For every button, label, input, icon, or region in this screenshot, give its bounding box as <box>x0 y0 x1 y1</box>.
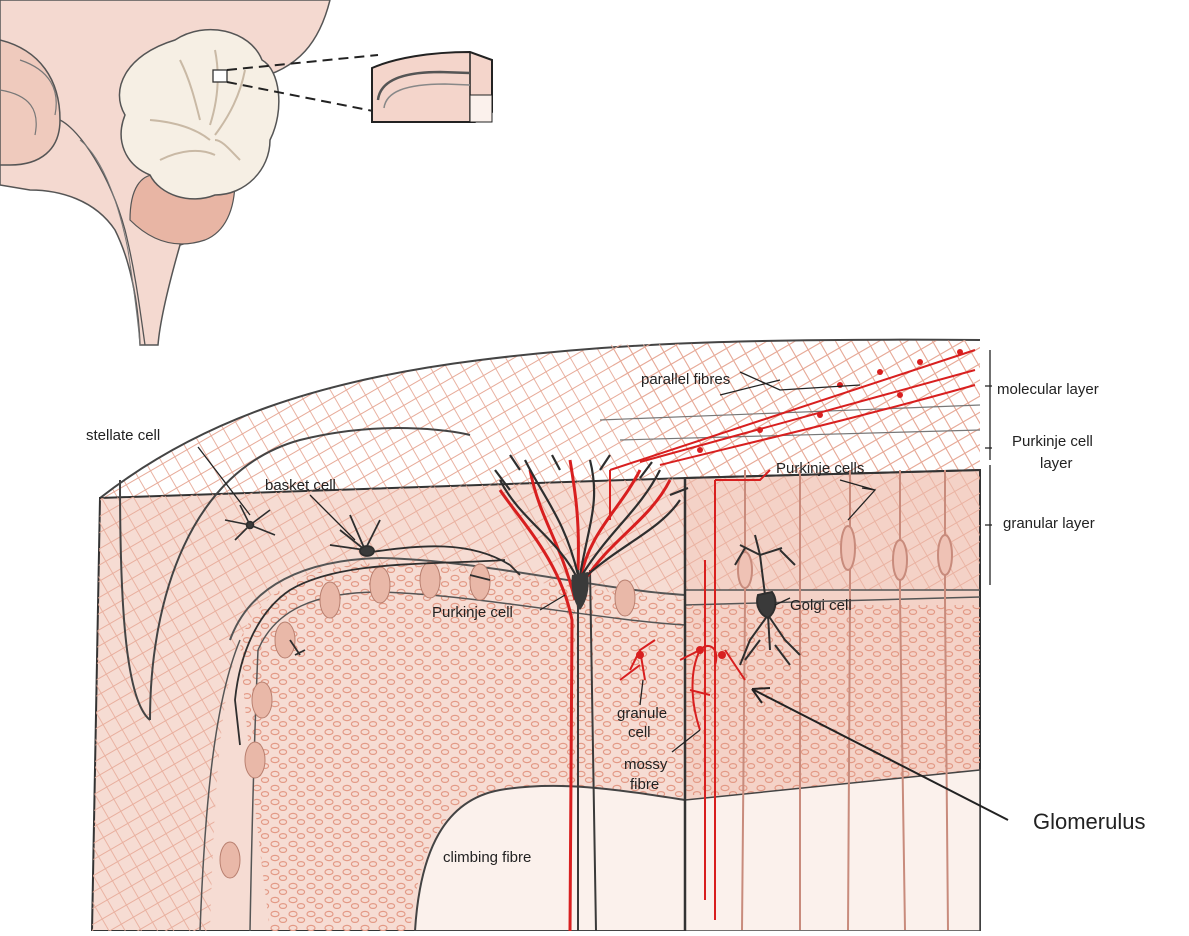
label-granule-cell-1: granule <box>617 705 667 722</box>
label-parallel-fibres: parallel fibres <box>641 371 730 388</box>
label-climbing-fibre: climbing fibre <box>443 849 531 866</box>
cortex-block <box>92 340 1008 931</box>
label-purkinje-cell: Purkinje cell <box>432 604 513 621</box>
label-glomerulus: Glomerulus <box>1033 809 1145 834</box>
label-granule-cell-2: cell <box>628 724 651 741</box>
label-golgi-cell: Golgi cell <box>790 597 852 614</box>
inset-sample-box <box>213 70 227 82</box>
brain-inset <box>0 0 492 345</box>
label-mossy-fibre-2: fibre <box>630 776 659 793</box>
label-granular-layer: granular layer <box>1003 515 1095 532</box>
label-stellate-cell: stellate cell <box>86 427 160 444</box>
label-basket-cell: basket cell <box>265 477 336 494</box>
label-purkinje-cell-layer-2: layer <box>1040 455 1073 472</box>
label-molecular-layer: molecular layer <box>997 381 1099 398</box>
label-mossy-fibre-1: mossy <box>624 756 668 773</box>
label-purkinje-cell-layer-1: Purkinje cell <box>1012 433 1093 450</box>
inset-block <box>372 52 492 122</box>
label-purkinje-cells: Purkinje cells <box>776 460 864 477</box>
